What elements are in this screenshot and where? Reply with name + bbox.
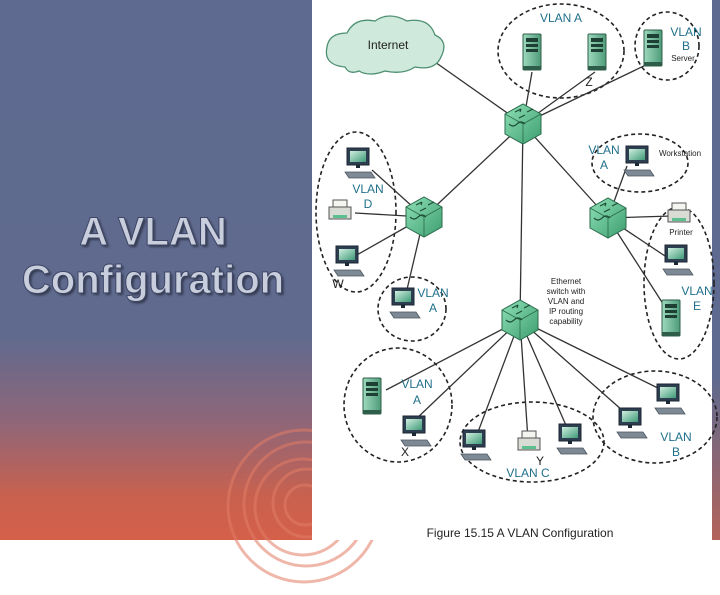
right-vlan-e-label-2: E (693, 299, 701, 313)
monitor-icon (654, 383, 686, 415)
workstation-label: Workstation (659, 149, 701, 158)
note-line: IP routing (549, 307, 583, 316)
printer-label: Printer (669, 228, 693, 237)
ring-left-vlan-d (315, 131, 397, 293)
ring-top-vlan-a (497, 3, 625, 99)
server-tower-icon (362, 377, 382, 415)
monitor-icon (400, 415, 432, 447)
monitor-icon (623, 145, 655, 177)
ring-right-vlan-e (643, 206, 715, 360)
ring-right-vlan-a (591, 133, 689, 193)
note-line: switch with (547, 287, 586, 296)
w-label: W (332, 277, 344, 291)
right-vlan-a-label-1: VLAN (588, 143, 619, 157)
printer-icon (667, 202, 691, 223)
x-label: X (401, 445, 409, 459)
internet-label: Internet (368, 38, 409, 52)
server-tower-icon (587, 33, 607, 71)
vlan-c-label: VLAN C (506, 466, 550, 480)
left-vlan-d-label-2: D (364, 197, 373, 211)
monitor-icon (662, 244, 694, 276)
ring-bottom-vlan-a (343, 347, 453, 463)
mid-vlan-a-label-2: A (429, 301, 437, 315)
vlan-group-rings (315, 3, 718, 483)
top-vlan-b-label-2: B (682, 39, 690, 53)
right-vlan-e-label-1: VLAN (681, 284, 712, 298)
ring-top-vlan-b (634, 11, 700, 81)
server-label: Server (671, 54, 695, 63)
printer-icon (517, 430, 541, 451)
monitor-icon (556, 423, 588, 455)
server-tower-icon (522, 33, 542, 71)
monitor-icon (389, 287, 421, 319)
monitor-icon (344, 147, 376, 179)
bottom-vlan-a-label-2: A (413, 393, 421, 407)
right-vlan-a-label-2: A (600, 158, 608, 172)
slide-right-edge (712, 0, 720, 540)
note-line: VLAN and (548, 297, 584, 306)
cloud-icon: Internet (325, 15, 445, 75)
server-tower-icon (643, 29, 663, 67)
server-tower-icon (661, 299, 681, 337)
bottom-vlan-b-label-1: VLAN (660, 430, 691, 444)
title-line-1: A VLAN (79, 210, 227, 255)
note-line: capability (549, 317, 582, 326)
bottom-vlan-b-label-2: B (672, 445, 680, 459)
z-label: Z (585, 75, 592, 89)
ring-mid-vlan-a (377, 276, 447, 342)
ring-bottom-vlan-b (592, 370, 718, 464)
top-vlan-b-label-1: VLAN (670, 25, 701, 39)
printer-icon (328, 199, 352, 220)
switch-capability-note: Ethernet switch with VLAN and IP routing… (547, 277, 586, 326)
monitor-icon (616, 407, 648, 439)
note-line: Ethernet (551, 277, 582, 286)
monitor-icon (460, 429, 492, 461)
monitor-icon (333, 245, 365, 277)
left-vlan-d-label-1: VLAN (352, 182, 383, 196)
figure-caption: Figure 15.15 A VLAN Configuration (427, 526, 614, 540)
bottom-vlan-a-label-1: VLAN (401, 377, 432, 391)
top-vlan-a-label: VLAN A (540, 11, 582, 25)
switch-icon-left (405, 196, 443, 238)
title-line-2: Configuration (21, 258, 285, 303)
vlan-network-diagram: Internet VLAN A Z VLAN B Server VLAN D W… (315, 3, 718, 540)
figure-panel (312, 0, 712, 540)
switch-icon-bottom (501, 299, 539, 341)
mid-vlan-a-label-1: VLAN (417, 286, 448, 300)
slide-title: A VLAN Configuration (8, 208, 298, 304)
y-label: Y (536, 454, 544, 468)
